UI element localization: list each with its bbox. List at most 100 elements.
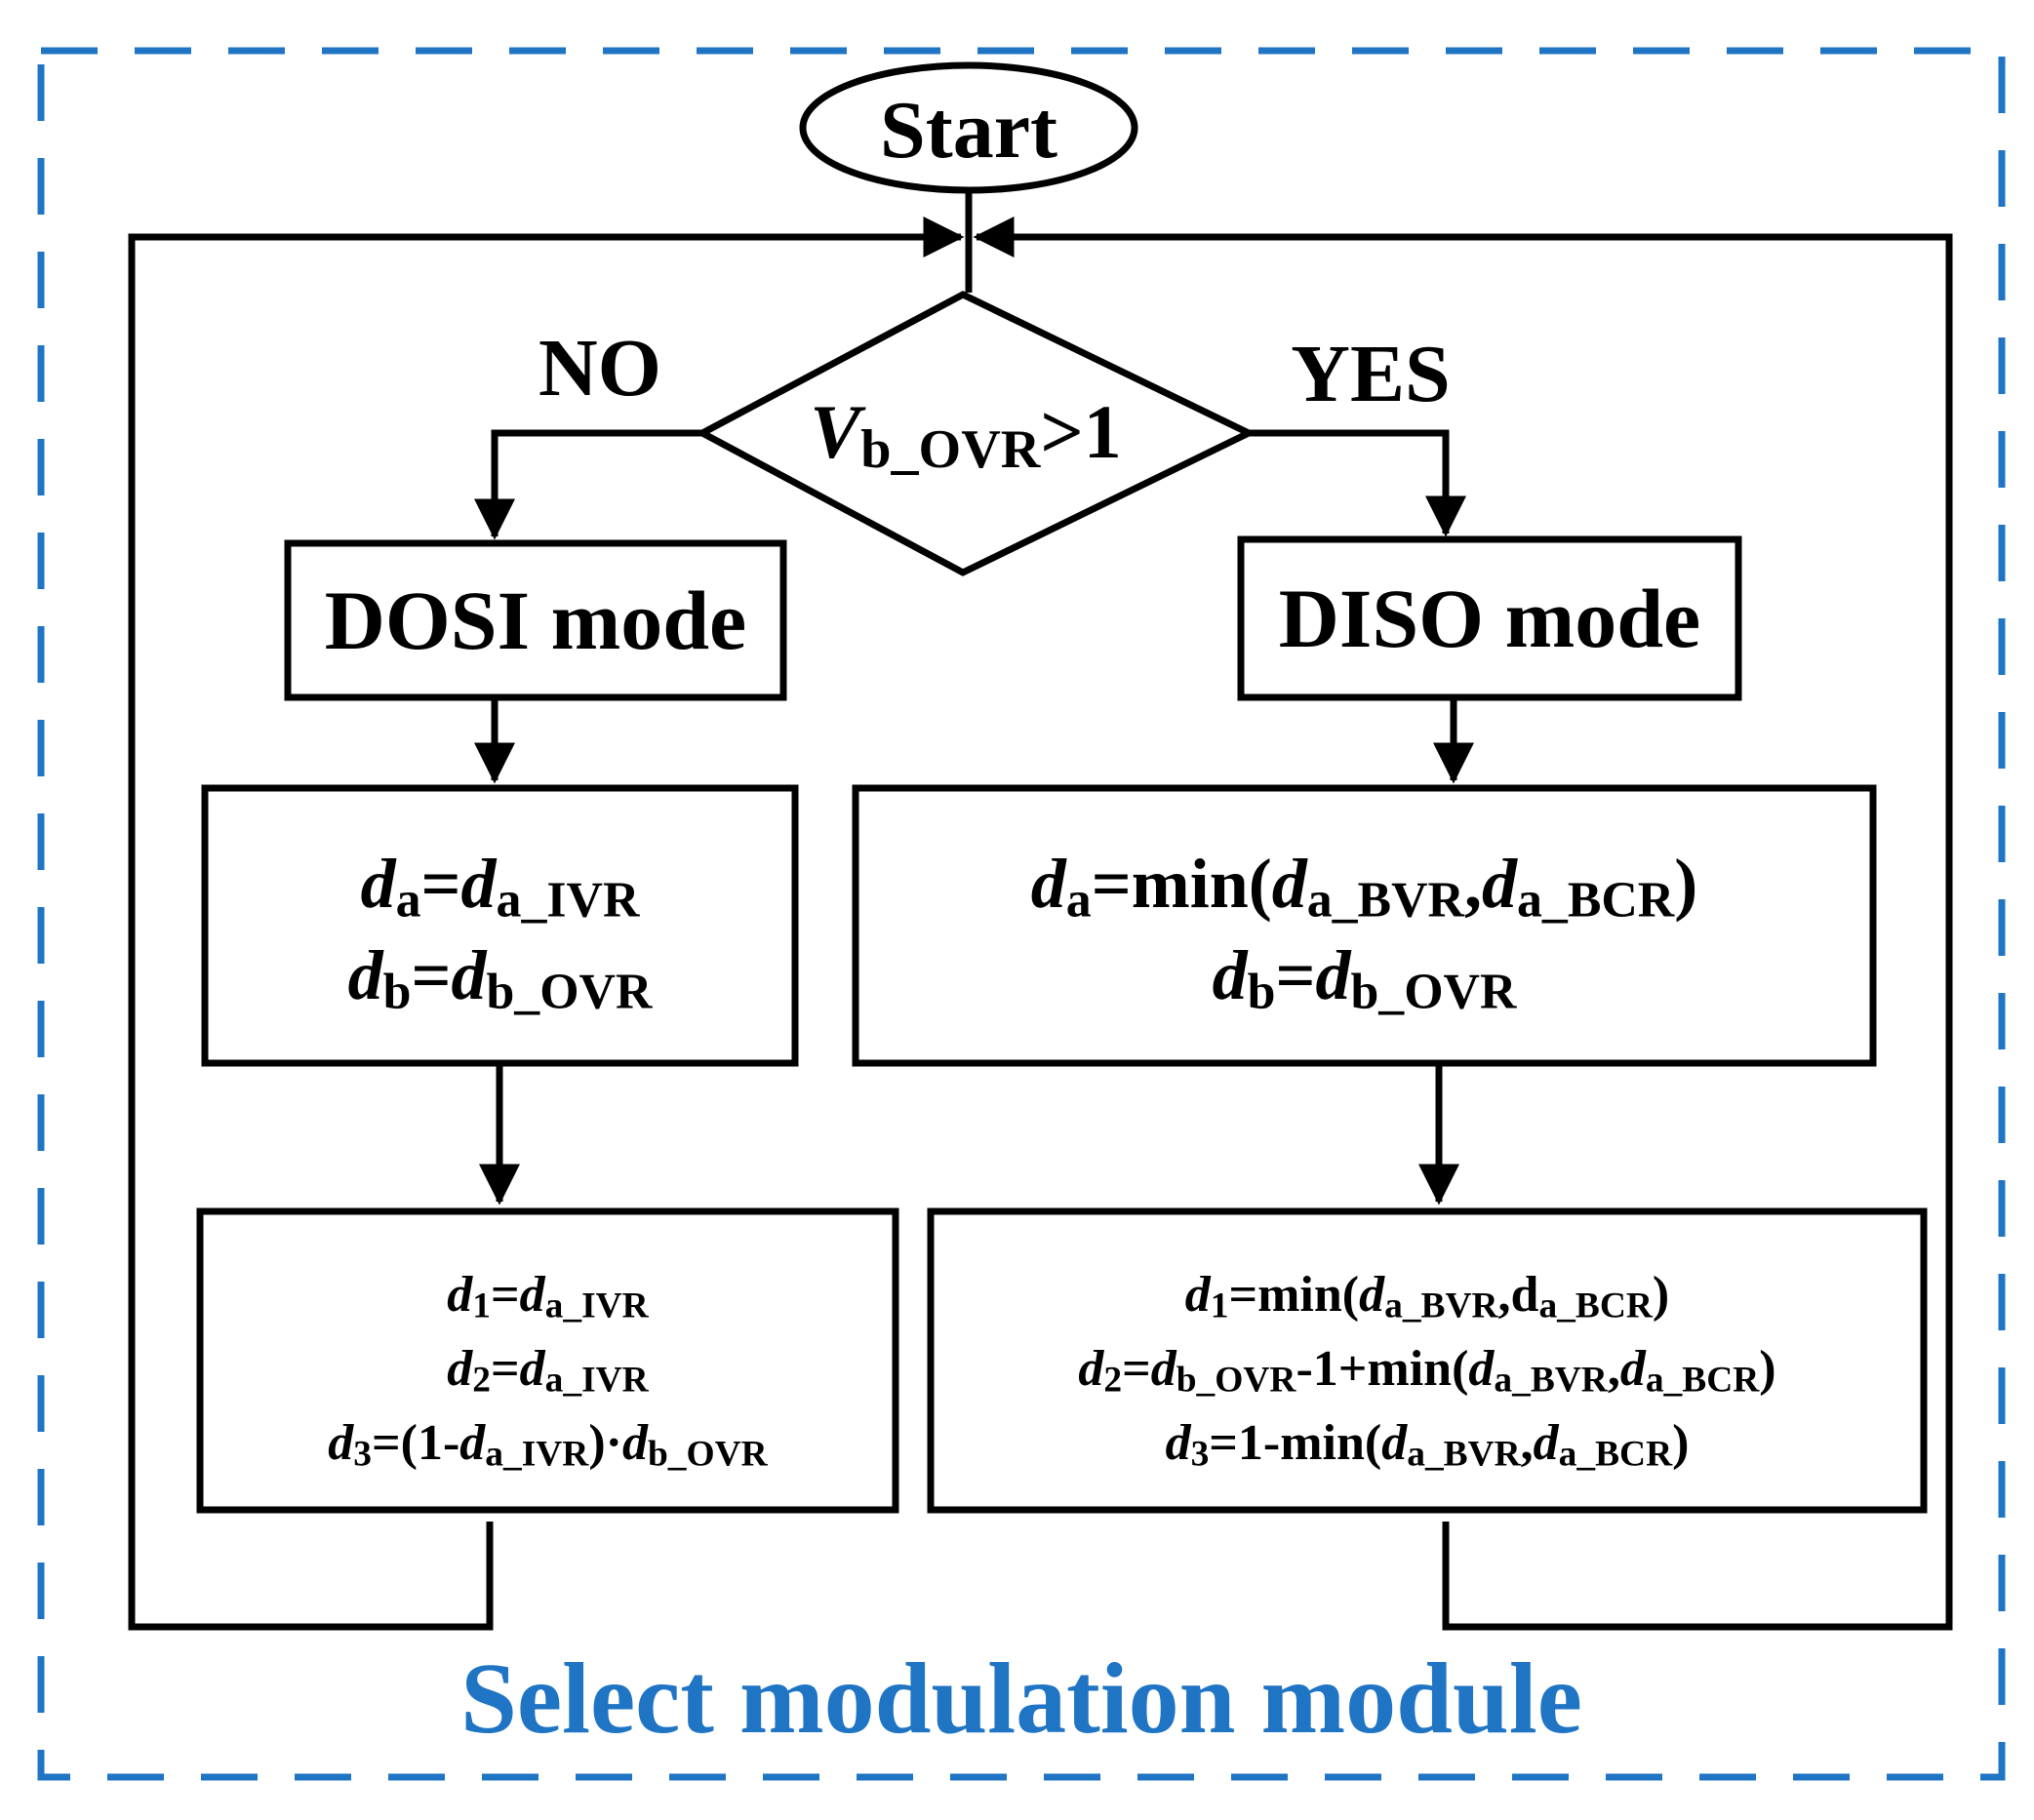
sub: b_OVR	[486, 964, 653, 1020]
module-title: Select modulation module	[460, 1642, 1582, 1755]
var-d: d	[1510, 1267, 1539, 1323]
diso-eq2-line3: d3=1-min(da_BVR,da_BCR)	[931, 1415, 1924, 1473]
sub: a_IVR	[496, 872, 640, 929]
var-d: d	[328, 1415, 354, 1471]
diso-mode-box	[1237, 535, 1742, 701]
sub: 3	[353, 1434, 373, 1475]
var-d: d	[360, 845, 396, 923]
connector-no-branch	[474, 429, 702, 540]
sub: a_BVR	[1407, 1434, 1521, 1475]
decision-rest: >1	[1040, 389, 1122, 474]
op: )·	[588, 1415, 622, 1471]
decision-label: Vb_OVR>1	[741, 394, 1190, 478]
sub: 2	[472, 1360, 492, 1401]
var-d: d	[447, 1267, 473, 1323]
var-d: d	[1315, 936, 1351, 1014]
op: ,	[1520, 1415, 1534, 1471]
sub: b_OVR	[1176, 1360, 1296, 1401]
sub: a	[1065, 872, 1092, 929]
sub: a	[395, 872, 421, 929]
dosi-eq2-line3: d3=(1-da_IVR)·db_OVR	[200, 1415, 896, 1473]
loop-left-line	[128, 217, 965, 1631]
sub: a_IVR	[544, 1360, 649, 1401]
sub: a_IVR	[544, 1286, 649, 1326]
op: ,	[1497, 1267, 1511, 1323]
diso-eq2-text: d1=min(da_BVR,da_BCR) d2=db_OVR-1+min(da…	[931, 1267, 1924, 1473]
connector-yes-branch	[1249, 429, 1466, 537]
sub: a_BCR	[1538, 1286, 1653, 1326]
var-d: d	[622, 1415, 648, 1471]
sub: a_IVR	[485, 1434, 589, 1475]
dosi-eq2-text: d1=da_IVR d2=da_IVR d3=(1-da_IVR)·db_OVR	[200, 1267, 896, 1473]
var-d: d	[1184, 1267, 1211, 1323]
diso-eq2-box	[927, 1207, 1928, 1514]
op: =1-min(	[1209, 1415, 1382, 1471]
var-d: d	[1381, 1415, 1408, 1471]
sub: a_BCR	[1516, 872, 1675, 929]
sub: a_BCR	[1558, 1434, 1673, 1475]
sub: 2	[1103, 1360, 1123, 1401]
op: =	[1122, 1341, 1151, 1397]
dosi-eq1-text: da=da_IVR db=db_OVR	[205, 849, 795, 1017]
var-d: d	[347, 936, 383, 1014]
sub: 1	[1210, 1286, 1229, 1326]
op: )	[1672, 1415, 1690, 1471]
op: )	[1674, 845, 1698, 923]
var-d: d	[1150, 1341, 1177, 1397]
var-d: d	[519, 1341, 545, 1397]
var-d: d	[1533, 1415, 1559, 1471]
diso-eq2-line2: d2=db_OVR-1+min(da_BVR,da_BCR)	[931, 1341, 1924, 1399]
op: =	[1275, 936, 1316, 1014]
module-frame	[37, 47, 2006, 1781]
sub: a_BVR	[1494, 1360, 1608, 1401]
var-d: d	[1165, 1415, 1191, 1471]
op: )	[1652, 1267, 1670, 1323]
op: =	[420, 845, 461, 923]
decision-sub: b_OVR	[860, 419, 1041, 481]
dosi-eq1-line2: db=db_OVR	[205, 940, 795, 1017]
var-d: d	[1078, 1341, 1104, 1397]
sub: b_OVR	[1350, 964, 1517, 1020]
dosi-eq1-box	[201, 784, 799, 1067]
sub: a_BVR	[1384, 1286, 1498, 1326]
var-d: d	[451, 936, 487, 1014]
op: =(1-	[372, 1415, 460, 1471]
var-d: d	[1619, 1341, 1646, 1397]
sub: 1	[472, 1286, 492, 1326]
loop-right-line	[973, 217, 1953, 1631]
sub: b	[1247, 964, 1276, 1020]
var-d: d	[519, 1267, 545, 1323]
var-d: d	[1271, 845, 1307, 923]
start-label: Start	[880, 85, 1057, 176]
diso-eq1-line1: da=min(da_BVR,da_BCR)	[856, 849, 1873, 926]
dosi-eq1-line1: da=da_IVR	[205, 849, 795, 926]
op: =	[491, 1341, 520, 1397]
var-d: d	[459, 1415, 486, 1471]
var-d: d	[460, 845, 497, 923]
var-d: d	[1481, 845, 1517, 923]
diso-eq1-line2: db=db_OVR	[856, 940, 1873, 1017]
dosi-mode-box	[284, 539, 787, 701]
var-d: d	[1468, 1341, 1495, 1397]
op: )	[1759, 1341, 1776, 1397]
var-d: d	[447, 1341, 473, 1397]
yes-branch-label: YES	[1291, 329, 1451, 419]
sub: b	[382, 964, 412, 1020]
var-d: d	[1030, 845, 1066, 923]
op: ,	[1463, 845, 1482, 923]
no-branch-label: NO	[538, 323, 661, 414]
op: =	[491, 1267, 520, 1323]
op: =min(	[1091, 845, 1272, 923]
var-d: d	[1212, 936, 1248, 1014]
diso-mode-label: DISO mode	[1278, 572, 1701, 665]
diso-eq2-line1: d1=min(da_BVR,da_BCR)	[931, 1267, 1924, 1325]
op: =min(	[1228, 1267, 1360, 1323]
diso-eq1-text: da=min(da_BVR,da_BCR) db=db_OVR	[856, 849, 1873, 1017]
sub: b_OVR	[648, 1434, 768, 1475]
sub: a_BVR	[1306, 872, 1464, 929]
sub: a_BCR	[1645, 1360, 1760, 1401]
decision-diamond	[695, 291, 1257, 576]
var-d: d	[1359, 1267, 1385, 1323]
